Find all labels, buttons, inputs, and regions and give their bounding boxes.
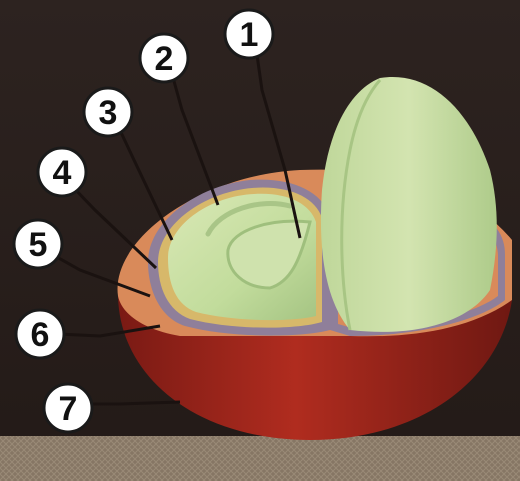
label-2: 2	[140, 34, 188, 82]
label-6-text: 6	[31, 316, 50, 354]
label-3-text: 3	[99, 94, 118, 132]
label-4: 4	[38, 148, 86, 196]
label-7: 7	[44, 384, 92, 432]
table-surface	[0, 436, 520, 481]
label-1: 1	[225, 10, 273, 58]
label-5-text: 5	[29, 226, 48, 264]
label-7-text: 7	[59, 390, 78, 428]
label-2-text: 2	[155, 40, 174, 78]
label-1-text: 1	[240, 16, 259, 54]
label-4-text: 4	[53, 154, 72, 192]
label-6: 6	[16, 310, 64, 358]
label-3: 3	[84, 88, 132, 136]
label-5: 5	[14, 220, 62, 268]
